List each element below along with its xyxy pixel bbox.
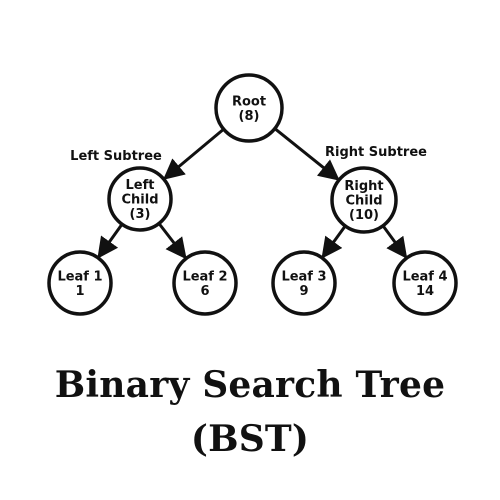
node-label-line: Right (344, 179, 383, 194)
left-subtree-label: Left Subtree (70, 149, 162, 164)
node-label-line: Leaf 3 (281, 269, 326, 284)
node-label-line: Child (121, 193, 158, 208)
edge-right-child-to-leaf-3 (321, 225, 347, 259)
node-leaf-1: Leaf 11 (47, 250, 113, 316)
node-leaf-4: Leaf 414 (392, 250, 458, 316)
node-circle (271, 250, 337, 316)
node-label-line: (8) (239, 109, 260, 124)
node-label-line: (10) (349, 208, 379, 223)
node-label-line: Child (345, 194, 382, 209)
diagram-title: Binary Search Tree (54, 364, 446, 406)
node-circle (214, 73, 284, 143)
node-label-line: Leaf 1 (57, 269, 102, 284)
node-label-line: 9 (299, 284, 308, 299)
node-circle (172, 250, 238, 316)
node-label-line: 6 (200, 284, 209, 299)
edge-root-to-right-child (273, 127, 340, 181)
edges-layer (97, 127, 408, 260)
node-label-line: 14 (416, 284, 434, 299)
right-subtree-label: Right Subtree (325, 145, 427, 160)
edge-root-to-left-child (162, 127, 225, 180)
node-label-line: (3) (130, 207, 151, 222)
edge-right-child-to-leaf-4 (381, 224, 408, 259)
node-label-line: Root (232, 94, 266, 109)
node-label-line: 1 (75, 284, 84, 299)
node-label-line: Leaf 4 (402, 269, 447, 284)
node-circle (107, 166, 173, 232)
node-leaf-2: Leaf 26 (172, 250, 238, 316)
node-circle (330, 166, 398, 234)
diagram-subtitle: (BST) (190, 418, 310, 460)
node-leaf-3: Leaf 39 (271, 250, 337, 316)
node-circle (392, 250, 458, 316)
node-label-line: Left (126, 178, 155, 193)
node-label-line: Leaf 2 (182, 269, 227, 284)
node-circle (47, 250, 113, 316)
node-root: Root(8) (214, 73, 284, 143)
edge-left-child-to-leaf-2 (157, 222, 187, 260)
edge-left-child-to-leaf-1 (97, 223, 124, 259)
